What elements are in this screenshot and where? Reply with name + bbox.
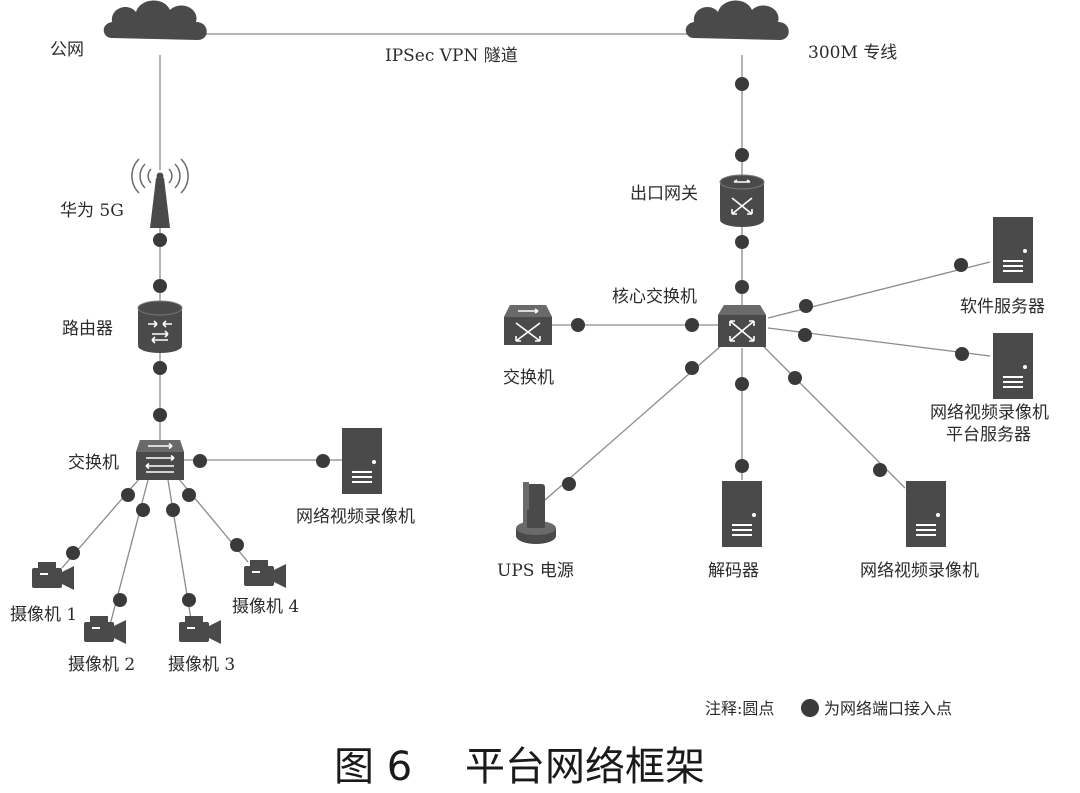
port-dot bbox=[153, 408, 167, 422]
switch-left-icon bbox=[136, 440, 184, 480]
camera4-icon bbox=[244, 560, 286, 588]
note-suffix: 为网络端口接入点 bbox=[824, 699, 952, 718]
platform-server-label-line1: 网络视频录像机 bbox=[930, 403, 1049, 423]
camera1-icon bbox=[32, 562, 74, 590]
port-dot bbox=[113, 593, 127, 607]
ups-power-icon bbox=[516, 482, 556, 544]
camera4-label: 摄像机 4 bbox=[232, 597, 299, 617]
port-dot bbox=[735, 235, 749, 249]
port-dot bbox=[121, 488, 135, 502]
port-dot bbox=[735, 280, 749, 294]
dedicated-line-label: 300M 专线 bbox=[808, 43, 897, 63]
switch-left-label: 交换机 bbox=[68, 453, 119, 473]
platform-server-label-line2: 平台服务器 bbox=[946, 425, 1031, 445]
port-dot bbox=[166, 503, 180, 517]
port-dot bbox=[571, 318, 585, 332]
camera1-label: 摄像机 1 bbox=[10, 605, 77, 625]
port-dot bbox=[735, 148, 749, 162]
public-net-label: 公网 bbox=[50, 40, 84, 60]
switch-right-icon bbox=[504, 305, 552, 345]
port-dot bbox=[230, 538, 244, 552]
figure-caption: 图 6 平台网络框架 bbox=[334, 744, 705, 790]
caption-figure-number: 图 6 bbox=[334, 744, 412, 790]
note-prefix: 注释:圆点 bbox=[705, 699, 774, 718]
nvr-left-server-icon bbox=[342, 428, 382, 494]
port-dot bbox=[954, 258, 968, 272]
ups-label: UPS 电源 bbox=[497, 561, 574, 581]
core-switch-label: 核心交换机 bbox=[612, 287, 697, 307]
port-dot bbox=[182, 488, 196, 502]
dedicated-line-cloud-icon bbox=[685, 0, 789, 40]
gateway-icon bbox=[719, 174, 765, 227]
port-dot bbox=[316, 454, 330, 468]
router-icon bbox=[137, 300, 183, 353]
software-server-label: 软件服务器 bbox=[960, 297, 1045, 317]
port-dot bbox=[66, 546, 80, 560]
public-net-cloud-icon bbox=[103, 0, 207, 40]
port-dot bbox=[193, 454, 207, 468]
port-dot bbox=[788, 371, 802, 385]
port-dots bbox=[66, 77, 969, 717]
huawei-5g-label: 华为 5G bbox=[60, 201, 124, 221]
port-dot bbox=[562, 477, 576, 491]
port-dot bbox=[153, 233, 167, 247]
port-dot bbox=[955, 347, 969, 361]
nvr-right-server-icon bbox=[906, 481, 946, 547]
port-dot bbox=[735, 459, 749, 473]
labels: 公网 IPSec VPN 隧道 300M 专线 华为 5G 路由器 交换机 网络… bbox=[10, 40, 1049, 718]
port-dot bbox=[182, 593, 196, 607]
gateway-label: 出口网关 bbox=[630, 184, 698, 204]
port-dot bbox=[685, 361, 699, 375]
camera3-icon bbox=[179, 616, 221, 644]
decoder-server-icon bbox=[722, 481, 762, 547]
port-dot bbox=[735, 77, 749, 91]
port-dot bbox=[153, 361, 167, 375]
antenna-5g-icon bbox=[131, 158, 189, 228]
caption-title: 平台网络框架 bbox=[465, 744, 705, 790]
core-switch-icon bbox=[718, 305, 766, 347]
port-dot bbox=[153, 279, 167, 293]
camera2-icon bbox=[84, 616, 126, 644]
router-label: 路由器 bbox=[62, 319, 113, 339]
camera2-label: 摄像机 2 bbox=[68, 655, 135, 675]
port-dot bbox=[873, 463, 887, 477]
camera3-label: 摄像机 3 bbox=[168, 655, 235, 675]
port-dot bbox=[798, 328, 812, 342]
decoder-label: 解码器 bbox=[708, 561, 759, 581]
port-dot bbox=[685, 318, 699, 332]
nvr-left-label: 网络视频录像机 bbox=[296, 507, 415, 527]
port-dot bbox=[799, 299, 813, 313]
software-server-icon bbox=[993, 217, 1033, 283]
legend-port-dot bbox=[801, 699, 819, 717]
platform-server-icon bbox=[993, 333, 1033, 399]
port-dot bbox=[136, 503, 150, 517]
ipsec-vpn-label: IPSec VPN 隧道 bbox=[385, 46, 518, 66]
switch-right-label: 交换机 bbox=[503, 368, 554, 388]
port-dot bbox=[735, 377, 749, 391]
nvr-right-label: 网络视频录像机 bbox=[860, 561, 979, 581]
